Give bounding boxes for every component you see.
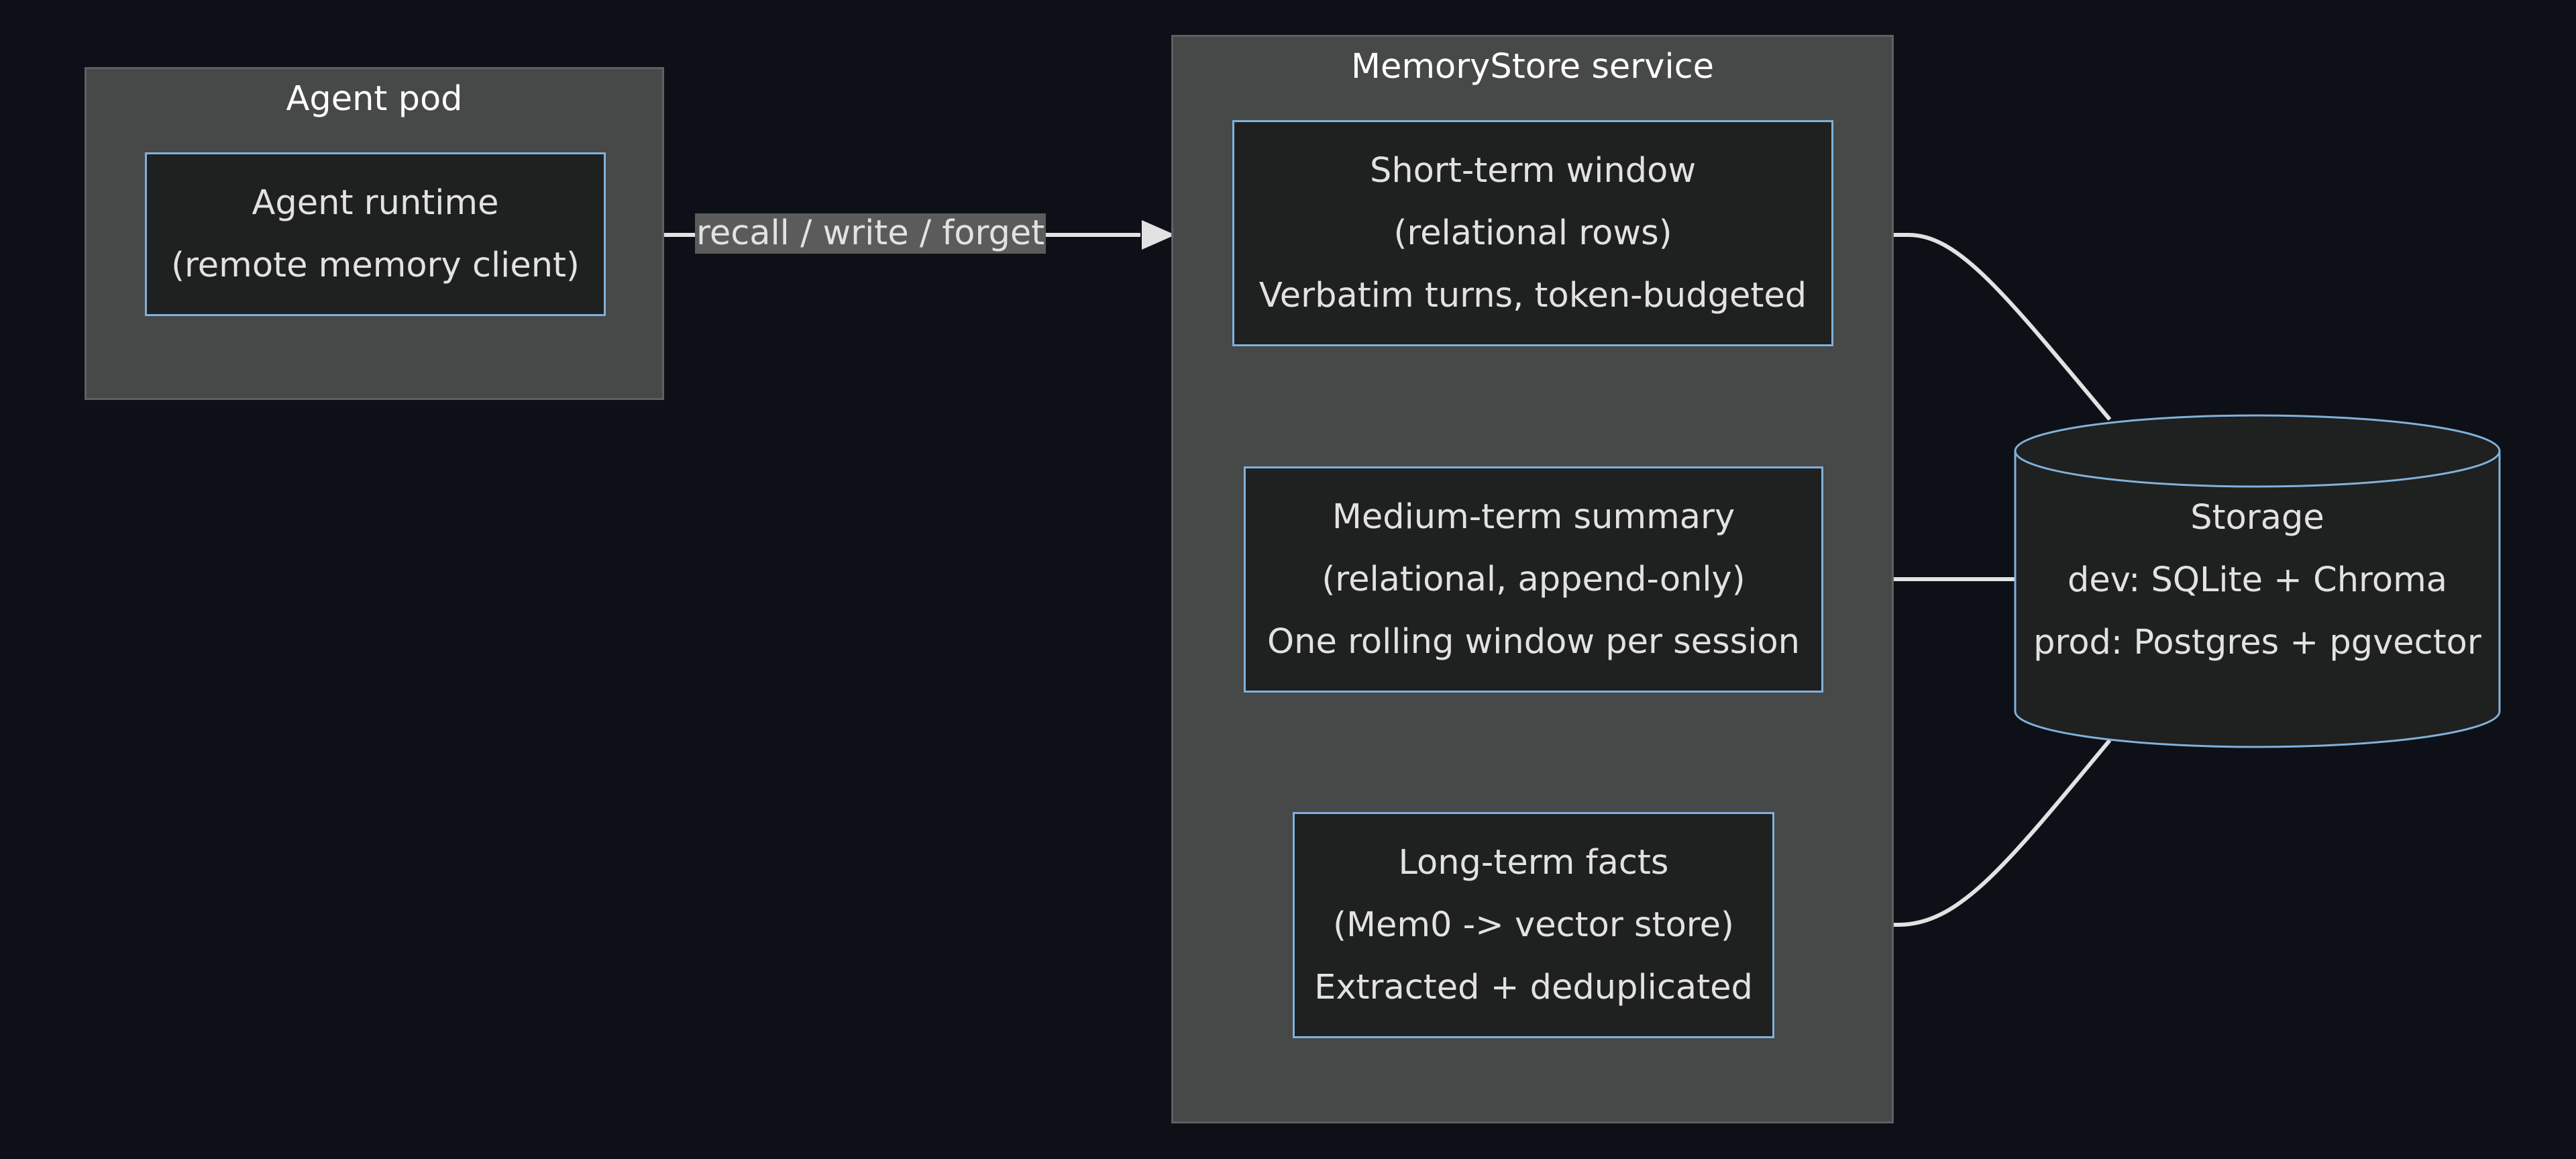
node-long-term-line-3: Extracted + deduplicated — [1314, 968, 1753, 1007]
arrowhead-icon — [1142, 220, 1175, 250]
cluster-memorystore-title: MemoryStore service — [1350, 47, 1715, 87]
node-short-term-line-2: (relational rows) — [1393, 213, 1672, 253]
node-short-term-line-3: Verbatim turns, token-budgeted — [1258, 276, 1807, 315]
node-storage-line-3: prod: Postgres + pgvector — [2033, 623, 2481, 662]
edge-long-term-to-storage — [1774, 739, 2112, 927]
node-long-term-line-1: Long-term facts — [1398, 843, 1669, 883]
node-medium-term-line-1: Medium-term summary — [1332, 497, 1735, 537]
node-medium-term-line-2: (relational, append-only) — [1322, 560, 1746, 599]
node-long-term-facts[interactable]: Long-term facts (Mem0 -> vector store) E… — [1293, 812, 1774, 1038]
node-storage-line-2: dev: SQLite + Chroma — [2067, 560, 2448, 600]
node-short-term-line-1: Short-term window — [1369, 151, 1697, 191]
node-agent-runtime[interactable]: Agent runtime (remote memory client) — [145, 152, 606, 316]
node-medium-term-summary[interactable]: Medium-term summary (relational, append-… — [1244, 466, 1823, 693]
cluster-agent-pod-title: Agent pod — [286, 79, 463, 119]
node-agent-runtime-line-1: Agent runtime — [252, 183, 499, 223]
node-storage[interactable]: Storage dev: SQLite + Chroma prod: Postg… — [2015, 487, 2500, 674]
node-long-term-line-2: (Mem0 -> vector store) — [1333, 905, 1734, 945]
edge-short-term-to-storage — [1833, 233, 2112, 421]
node-agent-runtime-line-2: (remote memory client) — [171, 246, 580, 285]
edge-label-recall-write-forget: recall / write / forget — [695, 213, 1046, 254]
node-medium-term-line-3: One rolling window per session — [1267, 622, 1800, 662]
node-storage-line-1: Storage — [2190, 498, 2324, 538]
storage-cylinder — [2014, 414, 2501, 748]
node-short-term-window[interactable]: Short-term window (relational rows) Verb… — [1232, 120, 1833, 346]
